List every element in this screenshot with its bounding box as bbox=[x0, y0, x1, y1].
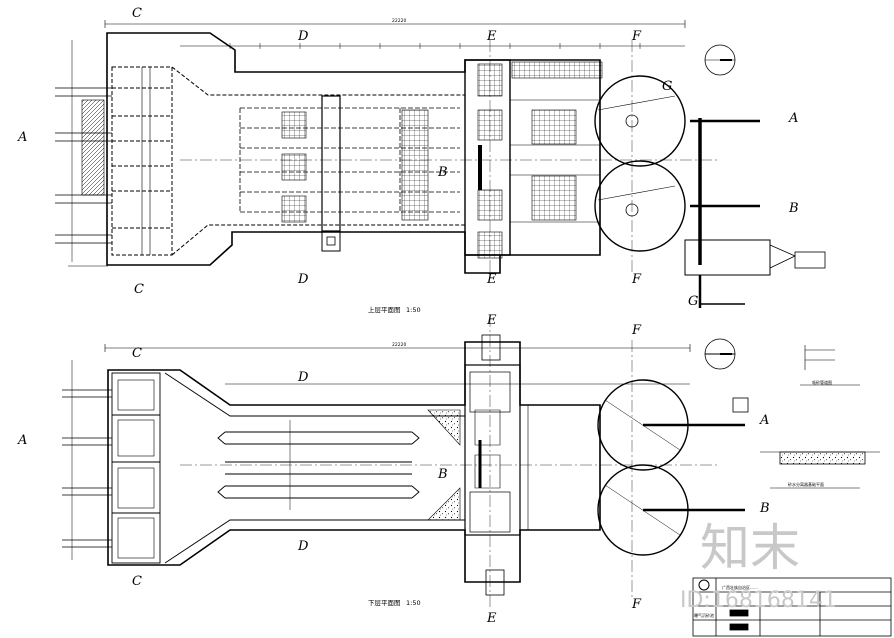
section-mark-a-right-lower: A bbox=[759, 413, 769, 428]
watermark: 知末 ID:168168141 bbox=[680, 519, 837, 613]
section-mark-e-top-lower: E bbox=[486, 313, 497, 328]
section-mark-b-right: B bbox=[788, 201, 799, 216]
title-block-org: 广西壮族自治区…… bbox=[722, 584, 758, 590]
section-mark-a-left-lower: A bbox=[17, 433, 27, 448]
section-mark-d-bottom-lower: D bbox=[297, 539, 309, 554]
section-mark-b-center: B bbox=[437, 165, 448, 180]
watermark-id: ID:168168141 bbox=[680, 588, 837, 613]
section-mark-f-top-lower: F bbox=[631, 323, 642, 338]
section-mark-c-top: C bbox=[132, 6, 142, 21]
lower-plan-scale: 1:50 bbox=[406, 599, 421, 607]
section-mark-d-top: D bbox=[297, 29, 309, 44]
section-mark-b-center-lower: B bbox=[437, 467, 448, 482]
section-mark-a-right: A bbox=[788, 111, 798, 126]
section-mark-a-left: A bbox=[17, 130, 27, 145]
section-mark-c-bottom-lower: C bbox=[132, 574, 142, 589]
lower-plan-title: 下层平面图 bbox=[368, 599, 401, 607]
upper-overall-dimension: 22220 bbox=[392, 18, 406, 24]
sand-pipe-detail-title: 吸砂管道图 bbox=[812, 379, 832, 385]
section-mark-g-bottom: G bbox=[688, 294, 698, 309]
title-block bbox=[692, 577, 892, 637]
section-mark-g-top: G bbox=[662, 79, 672, 94]
section-mark-f-bottom: F bbox=[631, 272, 642, 287]
watermark-brand: 知末 bbox=[700, 519, 800, 577]
lower-plan bbox=[62, 315, 749, 610]
title-block-drawing-name: 曝气沉砂池 bbox=[694, 612, 714, 618]
section-mark-d-bottom: D bbox=[297, 272, 309, 287]
drawing-titles: 上层平面图 1:50 下层平面图 1:50 22220 22220 吸砂管道图 … bbox=[368, 18, 832, 618]
section-mark-e-bottom-lower: E bbox=[486, 611, 497, 626]
section-mark-e-bottom: E bbox=[486, 272, 497, 287]
upper-plan-scale: 1:50 bbox=[406, 306, 421, 314]
sand-channel-detail-title: 砂水分离器基础平面 bbox=[788, 481, 824, 487]
section-mark-b-right-lower: B bbox=[759, 501, 770, 516]
section-mark-c-top-lower: C bbox=[132, 346, 142, 361]
upper-plan-title: 上层平面图 bbox=[368, 305, 401, 314]
lower-overall-dimension: 22220 bbox=[392, 342, 406, 348]
detail-sketches bbox=[760, 345, 880, 489]
section-mark-e-top: E bbox=[486, 29, 497, 44]
section-labels: C C D D E E F F G G A A B B C C D D E E … bbox=[17, 6, 799, 626]
upper-plan bbox=[55, 20, 826, 308]
section-mark-d-top-lower: D bbox=[297, 370, 309, 385]
section-mark-f-bottom-lower: F bbox=[631, 597, 642, 612]
section-mark-f-top: F bbox=[631, 29, 642, 44]
section-mark-c-bottom: C bbox=[134, 282, 144, 297]
